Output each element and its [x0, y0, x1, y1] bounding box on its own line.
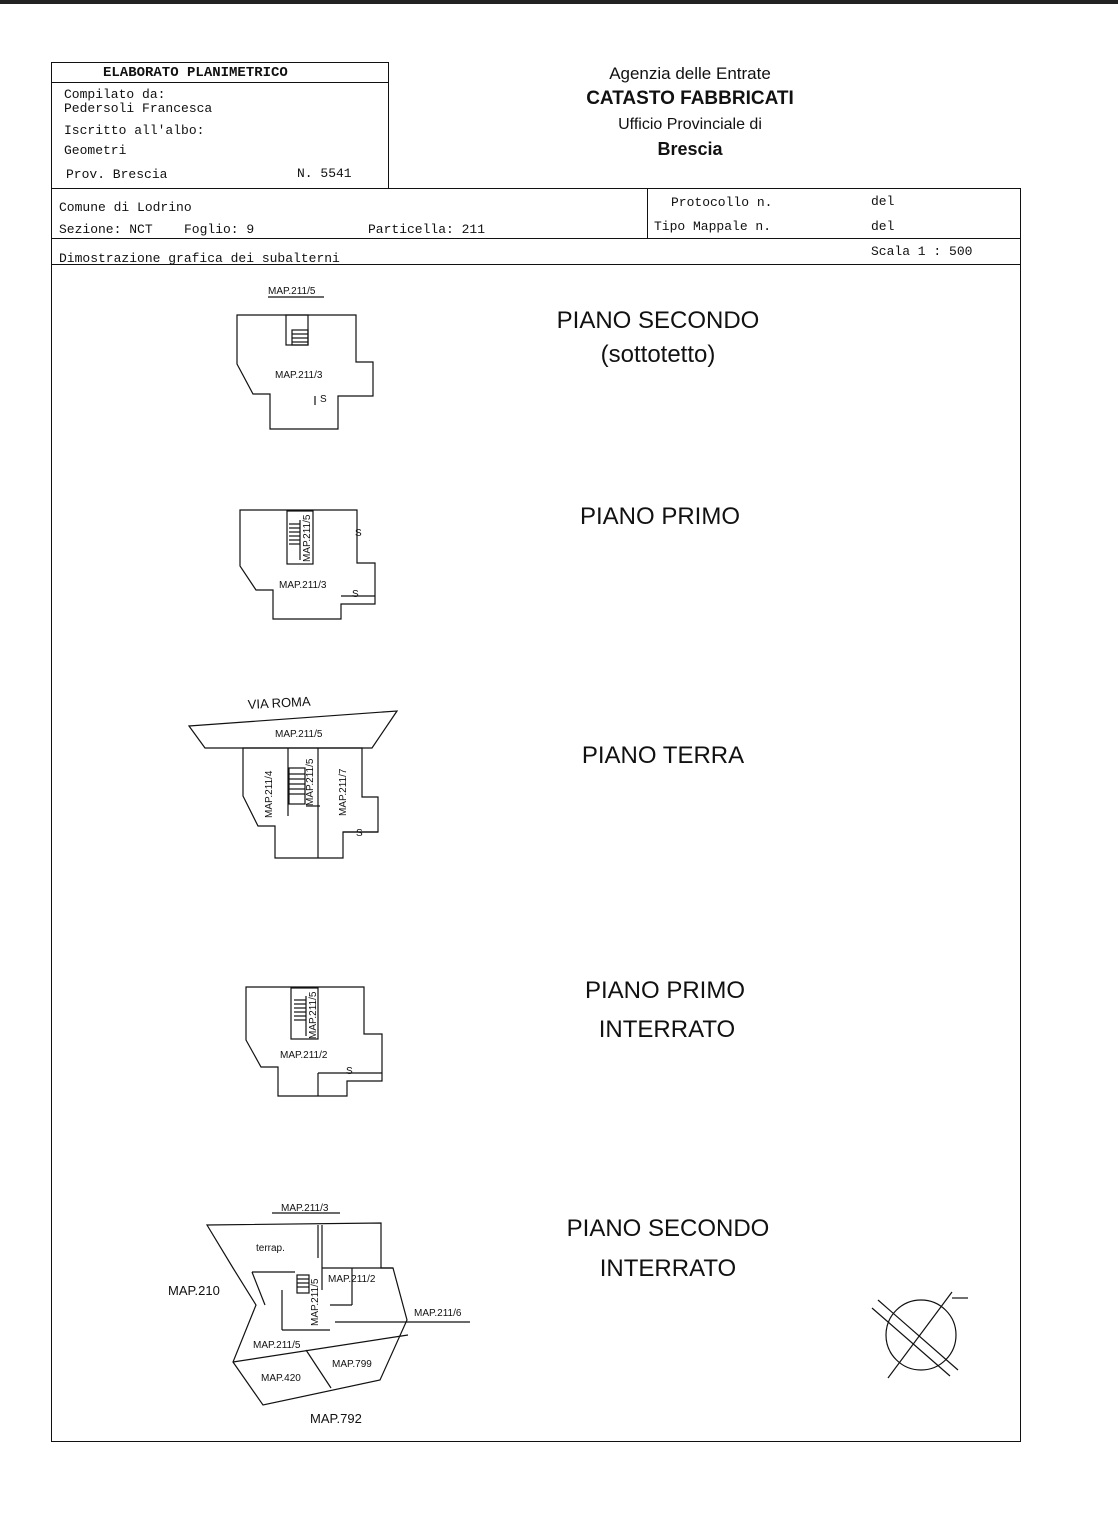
floor-subtitle-sottotetto: (sottotetto)	[600, 341, 716, 368]
f5-label-top: MAP.211/3	[281, 1203, 329, 1214]
f5-label-mid: MAP.211/5	[310, 1278, 321, 1326]
f1-label-top: MAP.211/5	[268, 286, 316, 297]
floor-title-primo-interrato-2: INTERRATO	[598, 1016, 736, 1043]
f2-label-stair: MAP.211/5	[302, 514, 313, 562]
f1-label-main: MAP.211/3	[275, 370, 323, 381]
info-vertical-divider	[647, 188, 648, 238]
floor-title-terra: PIANO TERRA	[581, 742, 745, 769]
info-divider-2	[51, 264, 1021, 265]
floor-title-secondo: PIANO SECONDO	[556, 307, 760, 334]
header-title-underline	[51, 82, 389, 83]
prov-label: Prov. Brescia	[66, 167, 168, 182]
info-divider-1	[51, 238, 1021, 239]
agency-catasto: CATASTO FABBRICATI	[586, 88, 794, 109]
f5-label-p5: MAP.211/5	[253, 1340, 301, 1351]
f4-label-main: MAP.211/2	[280, 1050, 328, 1061]
f4-label-stair: MAP.211/5	[308, 991, 319, 1039]
foglio-label: Foglio: 9	[184, 222, 255, 237]
comune-label: Comune di Lodrino	[59, 200, 192, 215]
f5-label-p2: MAP.211/2	[328, 1274, 376, 1285]
f3-label-right: MAP.211/7	[338, 768, 349, 816]
north-arrow-icon	[871, 1291, 968, 1379]
f5-label-map420: MAP.420	[261, 1373, 301, 1384]
agency-name: Agenzia delle Entrate	[609, 64, 771, 83]
f3-label-street: VIA ROMA	[247, 694, 311, 712]
particella-label: Particella: 211	[368, 222, 486, 237]
f3-label-mid: MAP.211/5	[305, 758, 316, 806]
header-title: ELABORATO PLANIMETRICO	[103, 65, 288, 81]
tipo-mappale-del: del	[871, 219, 895, 234]
f5-label-map792: MAP.792	[310, 1411, 362, 1426]
agency-office: Ufficio Provinciale di	[618, 116, 762, 133]
iscritto-value: Geometri	[64, 143, 127, 158]
dimostrazione-label: Dimostrazione grafica dei subalterni	[59, 251, 340, 266]
protocollo-label: Protocollo n.	[671, 195, 773, 210]
floor-title-primo: PIANO PRIMO	[579, 503, 741, 530]
compilato-name: Pedersoli Francesca	[64, 101, 213, 116]
scale-label: Scala 1 : 500	[871, 244, 973, 259]
f3-label-top: MAP.211/5	[275, 729, 323, 740]
compilato-label: Compilato da:	[64, 87, 166, 102]
f5-label-p6: MAP.211/6	[414, 1308, 462, 1319]
iscritto-label: Iscritto all'albo:	[64, 123, 205, 138]
floor-title-secondo-interrato-1: PIANO SECONDO	[566, 1215, 770, 1242]
plan-piano-terra	[187, 710, 399, 859]
plan-piano-primo-interrato	[245, 986, 383, 1097]
f5-label-terrap: terrap.	[256, 1243, 285, 1254]
f4-label-s: S	[346, 1066, 353, 1077]
plan-piano-secondo	[236, 296, 374, 430]
plan-piano-primo	[239, 509, 376, 620]
sezione-label: Sezione: NCT	[59, 222, 153, 237]
f2-label-main: MAP.211/3	[279, 580, 327, 591]
protocollo-del: del	[871, 194, 895, 209]
floor-title-secondo-interrato-2: INTERRATO	[599, 1255, 737, 1282]
albo-number: N. 5541	[297, 166, 352, 181]
plan-piano-secondo-interrato	[205, 1212, 470, 1406]
f1-label-s: S	[320, 394, 327, 405]
f5-label-map799: MAP.799	[332, 1359, 372, 1370]
agency-city: Brescia	[657, 139, 723, 159]
f3-label-left: MAP.211/4	[264, 770, 275, 818]
main-frame	[51, 188, 1021, 1442]
tipo-mappale-label: Tipo Mappale n.	[654, 219, 772, 234]
f2-label-s2: S	[352, 589, 359, 600]
floor-title-primo-interrato-1: PIANO PRIMO	[584, 977, 746, 1004]
f5-label-map210: MAP.210	[168, 1283, 220, 1298]
f2-label-s1: S	[355, 528, 362, 539]
f3-label-s: S	[356, 828, 363, 839]
scan-top-edge	[0, 0, 1118, 4]
